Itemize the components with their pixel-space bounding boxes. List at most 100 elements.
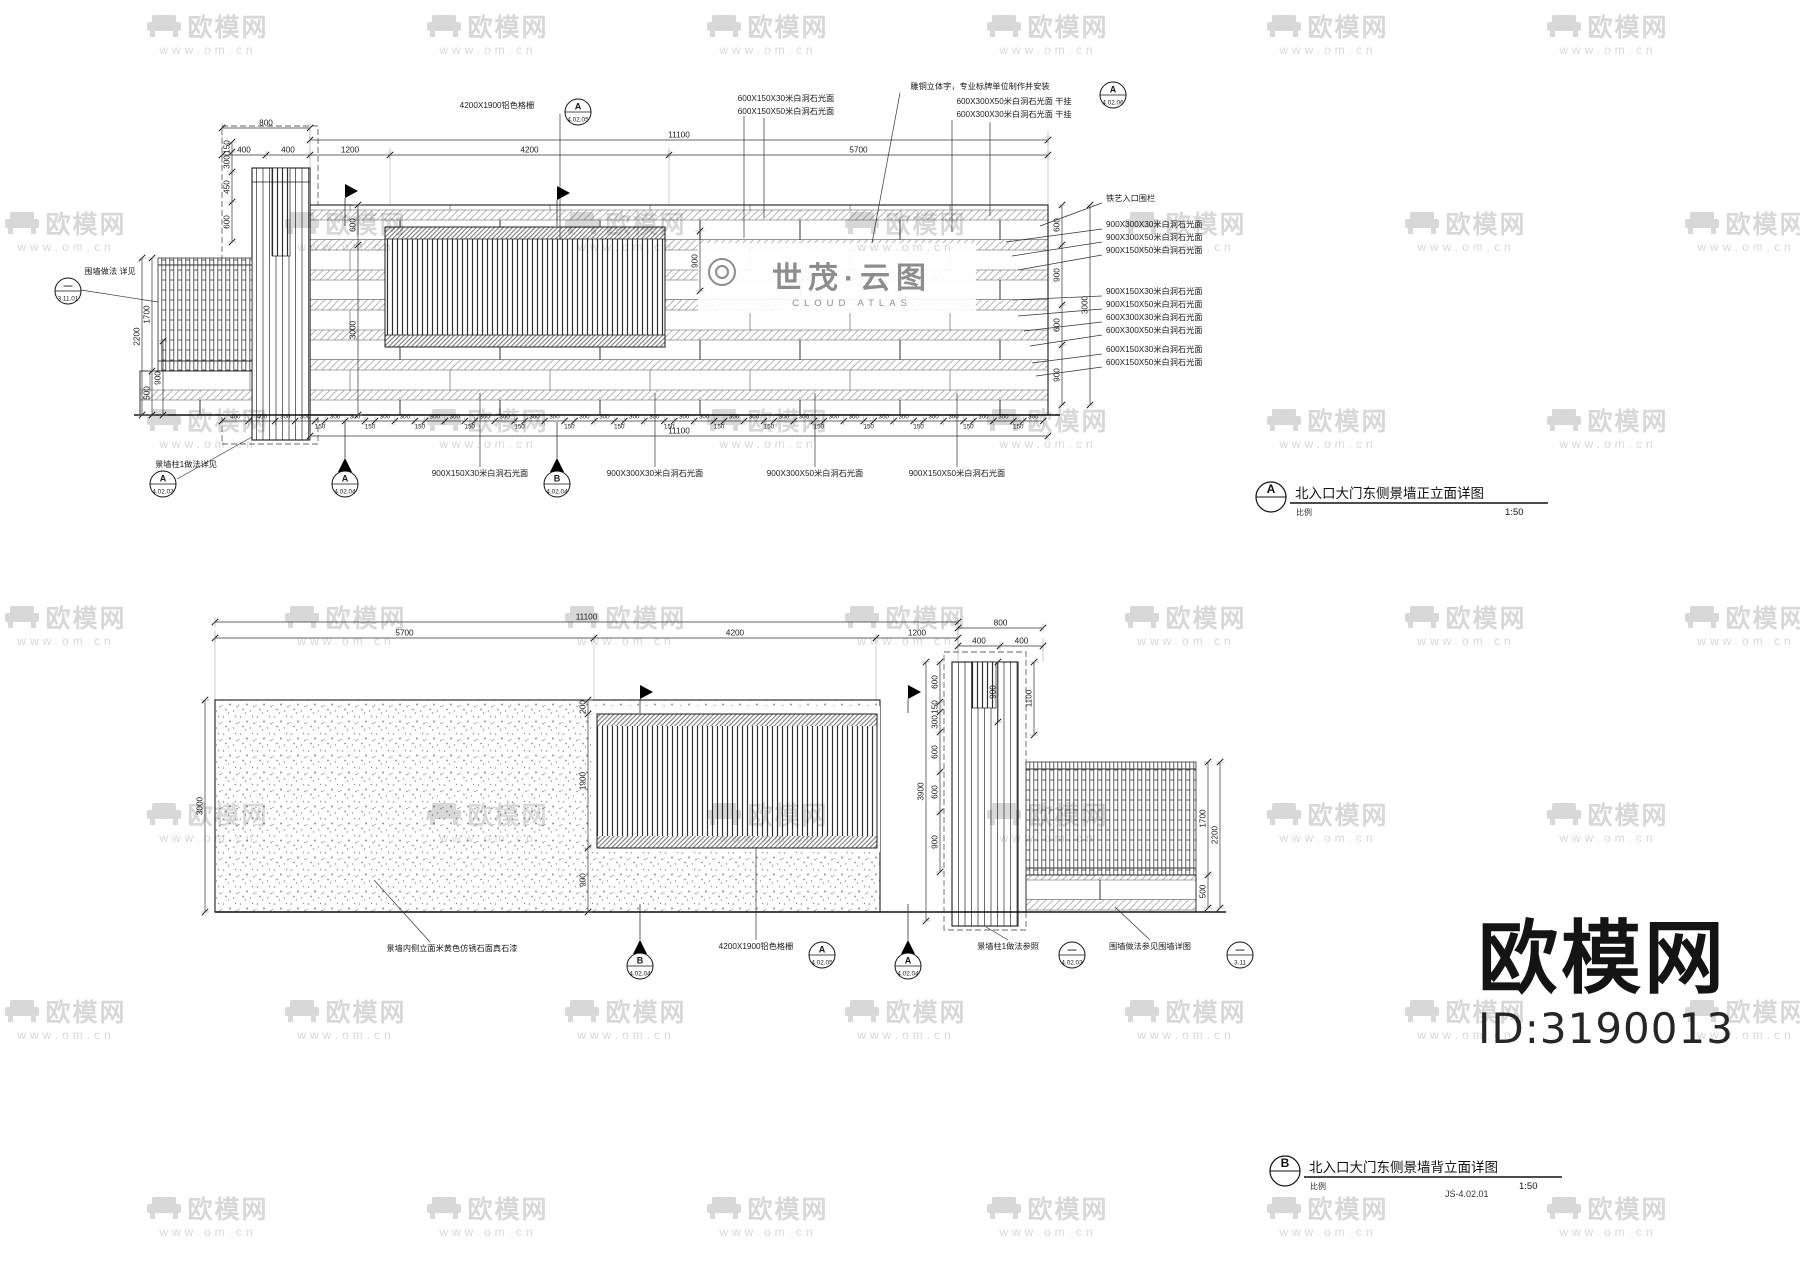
annotation-text: 900X300X30米白洞石光面 [1106,219,1202,229]
dim-label: 300 [280,413,291,420]
section-triangle [550,458,564,472]
dim-label: 300 [300,413,311,420]
dim-label: 150 [465,424,476,431]
callout-number: 4.02.05 [567,117,589,124]
leader-line [871,92,901,244]
dim-label: 200 [578,700,587,714]
dim-label: 300 [579,413,590,420]
dim-label: 1700 [142,305,151,324]
annotation-text: 围墙做法 详见 [84,266,135,276]
annotation-text: 600X300X50米白洞石光面 干挂 [956,96,1071,106]
annotation-text: 雕铜立体字，专业标牌单位制作并安装 [910,81,1049,91]
dim-label: 300 [779,413,790,420]
callout-letter: A [819,945,826,955]
section-triangle [338,458,352,472]
dim-label: 150 [365,424,376,431]
title-b-letter: B [1281,1156,1290,1170]
dim-label: 300 [549,413,560,420]
dim-label: 300 [350,413,361,420]
dim-label: 900 [578,873,587,887]
dim-label: 150 [614,424,625,431]
dim-label: 900 [1052,368,1061,382]
signage-panel: 世茂·云图 CLOUD ATLAS [698,243,976,313]
dim-label: 300 [749,413,760,420]
dim-label: 150 [664,424,675,431]
landscape-column-a [251,167,311,441]
dim-label: 300 [400,413,411,420]
dim-label: 500 [1198,884,1207,898]
title-a: A 北入口大门东侧景墙正立面详图 比例 1:50 [1255,481,1548,518]
dim-label: 450 [222,180,231,194]
annotation-text: 900X300X50米白洞石光面 [767,468,863,478]
dim-label: 150 [222,140,231,154]
dim-label: 800 [259,118,273,127]
callout-number: 3.11 [1234,960,1246,967]
dim-label: 150 [714,424,725,431]
section-flag [557,186,570,200]
dim-label: 300 [649,413,660,420]
dim-label: 1200 [908,628,927,637]
perimeter-fence-b [1025,761,1197,913]
annotation-text: 600X150X50米白洞石光面 [738,106,834,116]
dim-label: 300 [480,413,491,420]
dim-label: 300 [629,413,640,420]
dim-label: 600 [930,745,939,759]
dim-label: 3000 [348,320,357,339]
dim-label: 400 [230,413,241,420]
annotation-text: 900X300X30米白洞石光面 [607,468,703,478]
annotation-text: 600X150X30米白洞石光面 [738,93,834,103]
callout-number: 4.02.04 [629,971,651,978]
callout-letter: — [64,281,73,291]
title-b: B 北入口大门东侧景墙背立面详图 比例 1:50 [1269,1155,1562,1192]
dim-label: 300 [380,413,391,420]
aluminum-grille-b [596,713,878,849]
dim-label: 150 [1013,424,1024,431]
dim-label: 600 [1052,318,1061,332]
leader-line [985,926,1009,941]
dim-label: 300 [450,413,461,420]
signage-logo-icon [708,258,736,286]
dim-label: 300 [849,413,860,420]
dim-label: 300 [529,413,540,420]
leader-line [1029,334,1103,347]
annotation-text: 600X300X50米白洞石光面 [1106,325,1202,335]
callout-number: 4.02.03 [1061,960,1083,967]
callout-number: 4.02.04 [334,489,356,496]
title-b-text: 北入口大门东侧景墙背立面详图 [1309,1160,1498,1175]
dim-label: 300 [948,413,959,420]
dim-label: 4200 [520,145,539,154]
dim-label: 300 [978,413,989,420]
callout-letter: A [575,102,582,112]
dim-label: 500 [142,386,151,400]
dim-label: 600 [222,215,231,229]
leader-line [1017,308,1103,317]
section-flag [345,184,358,198]
annotation-text: 900X150X50米白洞石光面 [1106,299,1202,309]
dim-label: 150 [864,424,875,431]
callout-number: 4.02.03 [152,489,174,496]
dim-label: 900 [930,835,939,849]
title-a-scale-label: 比例 [1296,507,1312,517]
dim-label: 400 [281,145,295,154]
dim-label: 300 [499,413,510,420]
dim-label: 150 [564,424,575,431]
dim-label: 5700 [395,628,414,637]
callout-letter: A [160,474,167,484]
dim-label: 900 [690,254,699,268]
dim-label: 400 [237,145,251,154]
site-logo: 欧模网 ID:3190013 [1478,918,1734,1053]
dim-label: 300 [330,413,341,420]
signage-text-cn: 世茂·云图 [772,262,932,295]
dim-label: 150 [764,424,775,431]
title-b-scale: 1:50 [1519,1181,1538,1192]
section-flag [640,685,653,699]
leader-line [1017,254,1103,271]
callout-letter: A [1110,85,1117,95]
dim-label: 150 [415,424,426,431]
dim-label: 150 [514,424,525,431]
aluminum-grille-a [384,226,666,348]
leader-line [80,289,159,303]
dim-label: 300 [222,155,231,169]
